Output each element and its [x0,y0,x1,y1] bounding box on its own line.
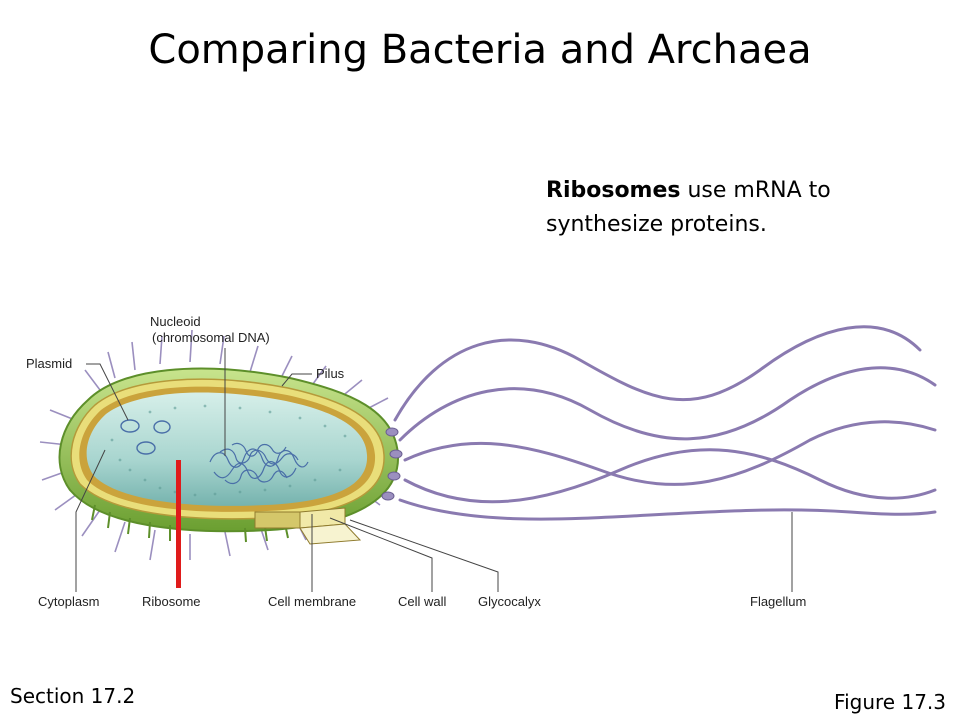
plasmids [120,419,171,455]
bacterial-cell-diagram: Nucleoid (chromosomal DNA) Plasmid Pilus… [26,314,937,609]
caption-keyword: Ribosomes [546,178,681,203]
ribosomes [110,404,347,497]
flagellum-5 [398,498,937,521]
label-nucleoid-line2: (chromosomal DNA) [152,330,270,345]
flagellum-1 [393,325,922,422]
nucleoid-dna [209,442,309,485]
label-nucleoid-line1: Nucleoid [150,314,201,329]
label-cell-wall: Cell wall [398,594,447,609]
flagellar-basal-bodies [381,427,403,501]
leader-lines [75,348,793,592]
caption-text: use mRNA to synthesize proteins. [546,178,831,237]
flagellum-4 [403,448,937,504]
label-cell-membrane: Cell membrane [268,594,356,609]
figure-label: Figure 17.3 [834,690,946,714]
label-plasmid: Plasmid [26,356,72,371]
label-flagellum: Flagellum [750,594,806,609]
flagellum-2 [398,366,937,442]
ribosome-highlight-bar [176,460,181,588]
layer-cutaway [254,507,362,545]
label-pilus: Pilus [316,366,345,381]
label-cytoplasm: Cytoplasm [38,594,99,609]
flagella [393,325,937,521]
section-label: Section 17.2 [10,684,136,708]
flagellum-3 [403,420,937,486]
slide-title: Comparing Bacteria and Archaea [148,27,812,73]
label-ribosome: Ribosome [142,594,201,609]
label-glycocalyx: Glycocalyx [478,594,541,609]
ribosome-caption: Ribosomes use mRNA to synthesize protein… [546,174,946,242]
